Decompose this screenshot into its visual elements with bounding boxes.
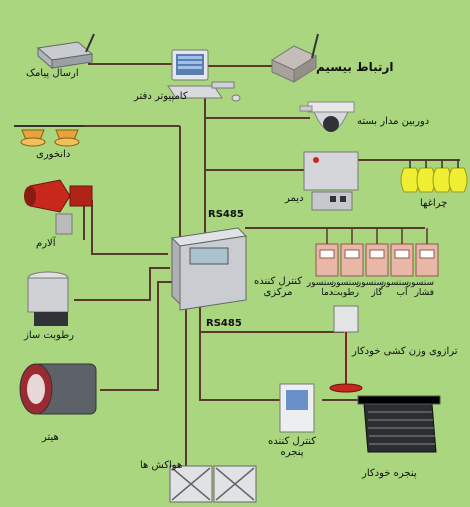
humidifier-icon (27, 271, 69, 326)
label-lamps: چراغها (420, 198, 448, 209)
label-sensor-pressure: سنسور فشار (406, 278, 434, 298)
label-sensor-temp: سنسور دما (306, 278, 334, 298)
label-dimmer: دیمر (285, 193, 304, 204)
label-alarm: آلارم (36, 238, 56, 249)
wire-humidifier (74, 267, 170, 301)
window-controller-icon (279, 383, 315, 433)
label-sensor-water: سنسور آب (381, 278, 409, 298)
label-sensor-gas: سنسور گاز (356, 278, 384, 298)
label-feeders: دانخوری (36, 149, 71, 160)
dome-camera-icon (299, 101, 355, 132)
wire-window-ctrl (199, 332, 280, 401)
alarm-siren-icon (24, 179, 93, 235)
heater-icon (19, 363, 97, 415)
label-rs485-top: RS485 (208, 209, 244, 220)
wires (20, 63, 460, 466)
wire-alarm (91, 200, 168, 255)
label-sensor-humidity: سنسور رطوبت (331, 278, 359, 298)
label-heater: هیتر (42, 432, 59, 443)
label-camera: دوربین مدار بسته (357, 116, 430, 127)
feeder-icon (14, 125, 84, 147)
sensors-icon (315, 228, 439, 277)
label-wireless: ارتباط بیسیم (316, 60, 394, 74)
office-computer-icon (167, 49, 241, 102)
label-office-pc: کامپیوتر دفتر (134, 91, 188, 102)
lamps-icon (400, 160, 468, 193)
auto-scale-icon (329, 305, 363, 393)
central-controller-icon (170, 227, 248, 311)
dimmer-icon (303, 151, 359, 211)
wire-heater (100, 281, 172, 391)
label-window-controller: کنترل کننده پنجره (267, 436, 317, 458)
label-scale: ترازوی وزن کشی خودکار (352, 346, 458, 357)
label-controller: کنترل کننده مرکزی (253, 276, 303, 298)
label-rs485-mid: RS485 (206, 318, 242, 329)
auto-window-icon (357, 395, 441, 453)
label-fans: هواکش ها (140, 460, 183, 471)
sms-modem-icon (36, 33, 95, 70)
label-auto-window: پنجره خودکار (362, 468, 417, 479)
fans-icon (169, 465, 257, 503)
label-sms: ارسال پیامک (26, 68, 79, 79)
wireless-unit-icon (270, 33, 319, 83)
label-humidifier: رطوبت ساز (24, 330, 74, 341)
